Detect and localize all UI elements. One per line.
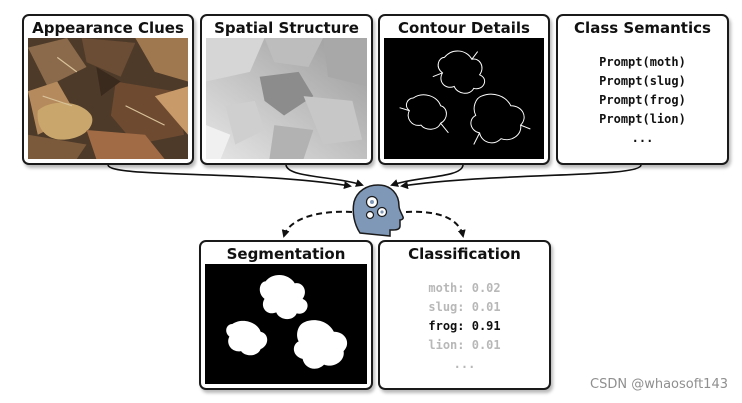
segmentation-mask-image [205, 264, 367, 384]
class-score-list: moth: 0.02 slug: 0.01 frog: 0.91 lion: 0… [380, 279, 549, 374]
panel-title: Contour Details [398, 19, 530, 37]
brain-gears-head-icon [352, 184, 404, 237]
class-semantics-panel: Class Semantics Prompt(moth) Prompt(slug… [556, 14, 729, 165]
prompt-item: ... [631, 131, 654, 145]
segmentation-panel: Segmentation [199, 240, 373, 390]
panel-title: Appearance Clues [32, 19, 184, 37]
prompt-item: Prompt(lion) [599, 112, 686, 126]
class-score: moth: 0.02 [428, 281, 501, 295]
input-merge-lines [107, 164, 642, 190]
class-score-top: frog: 0.91 [428, 319, 501, 333]
class-score: slug: 0.01 [428, 300, 501, 314]
panel-title: Segmentation [226, 245, 346, 263]
spatial-structure-panel: Spatial Structure [200, 14, 373, 165]
prompt-list: Prompt(moth) Prompt(slug) Prompt(frog) P… [558, 53, 727, 148]
class-score: lion: 0.01 [428, 338, 501, 352]
classification-panel: Classification moth: 0.02 slug: 0.01 fro… [378, 240, 551, 390]
output-dashed-arrows [281, 210, 466, 238]
depth-map-image [206, 38, 367, 159]
panel-title: Classification [408, 245, 521, 263]
prompt-item: Prompt(slug) [599, 74, 686, 88]
prompt-item: Prompt(moth) [599, 55, 686, 69]
panel-title: Spatial Structure [214, 19, 359, 37]
watermark: CSDN @whaosoft143 [590, 377, 728, 392]
contour-map-image [384, 38, 544, 159]
contour-details-panel: Contour Details [378, 14, 550, 165]
leaf-litter-photo [28, 38, 188, 159]
panel-title: Class Semantics [574, 19, 711, 37]
prompt-item: Prompt(frog) [599, 93, 686, 107]
appearance-clues-panel: Appearance Clues [22, 14, 194, 165]
class-score: ... [453, 357, 476, 371]
